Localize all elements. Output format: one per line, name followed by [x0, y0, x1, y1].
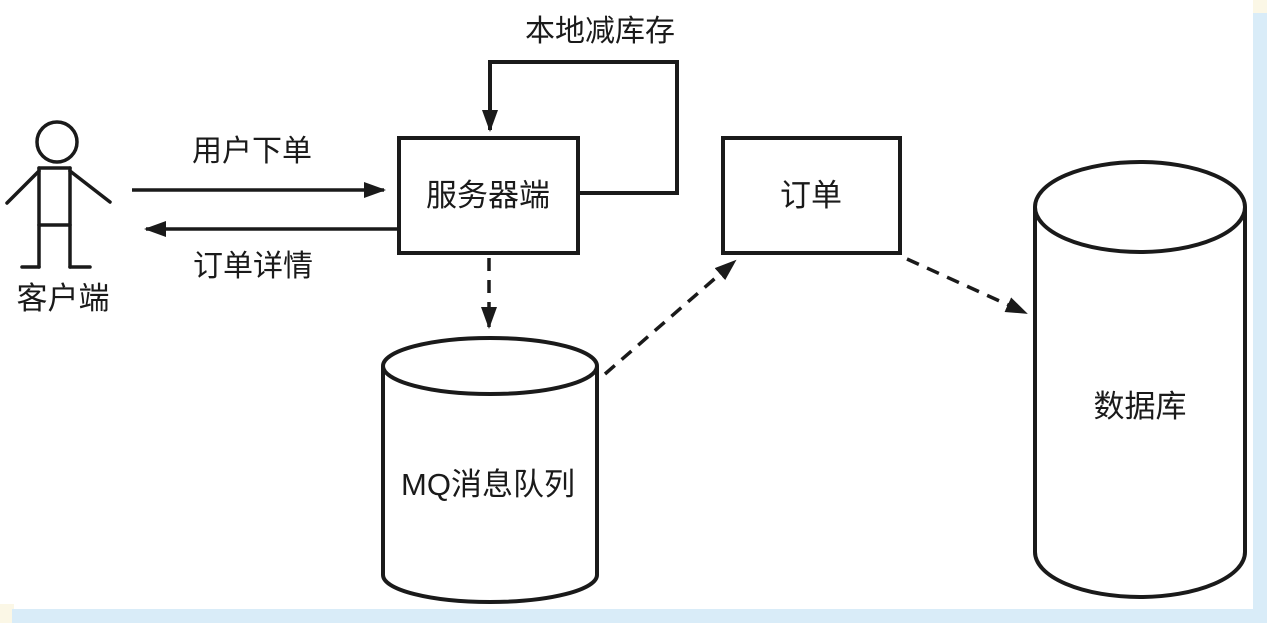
- database-node: [1033, 160, 1247, 599]
- mq-node: [381, 336, 599, 604]
- mq-label: MQ消息队列: [401, 467, 575, 502]
- arrow-mq-to-order: [603, 259, 737, 376]
- arrow-local-stock-loop: [482, 60, 679, 195]
- server-node: [397, 136, 580, 255]
- arrow-order-to-db: [906, 257, 1028, 315]
- page-band-bottom: [12, 609, 1267, 623]
- client-label: 客户端: [17, 281, 110, 316]
- corner-accent-bottom-left: [0, 604, 14, 623]
- arrow-order-details-label: 订单详情: [193, 250, 313, 283]
- page-band-right: [1253, 13, 1267, 623]
- client-actor-icon: [5, 120, 112, 269]
- order-node: [721, 136, 902, 255]
- arrow-local-stock-label: 本地减库存: [525, 15, 675, 48]
- server-label: 服务器端: [426, 178, 550, 213]
- database-label: 数据库: [1094, 389, 1187, 424]
- order-label: 订单: [780, 178, 842, 213]
- arrow-user-order-label: 用户下单: [192, 135, 312, 168]
- corner-accent-top-right: [1253, 0, 1267, 14]
